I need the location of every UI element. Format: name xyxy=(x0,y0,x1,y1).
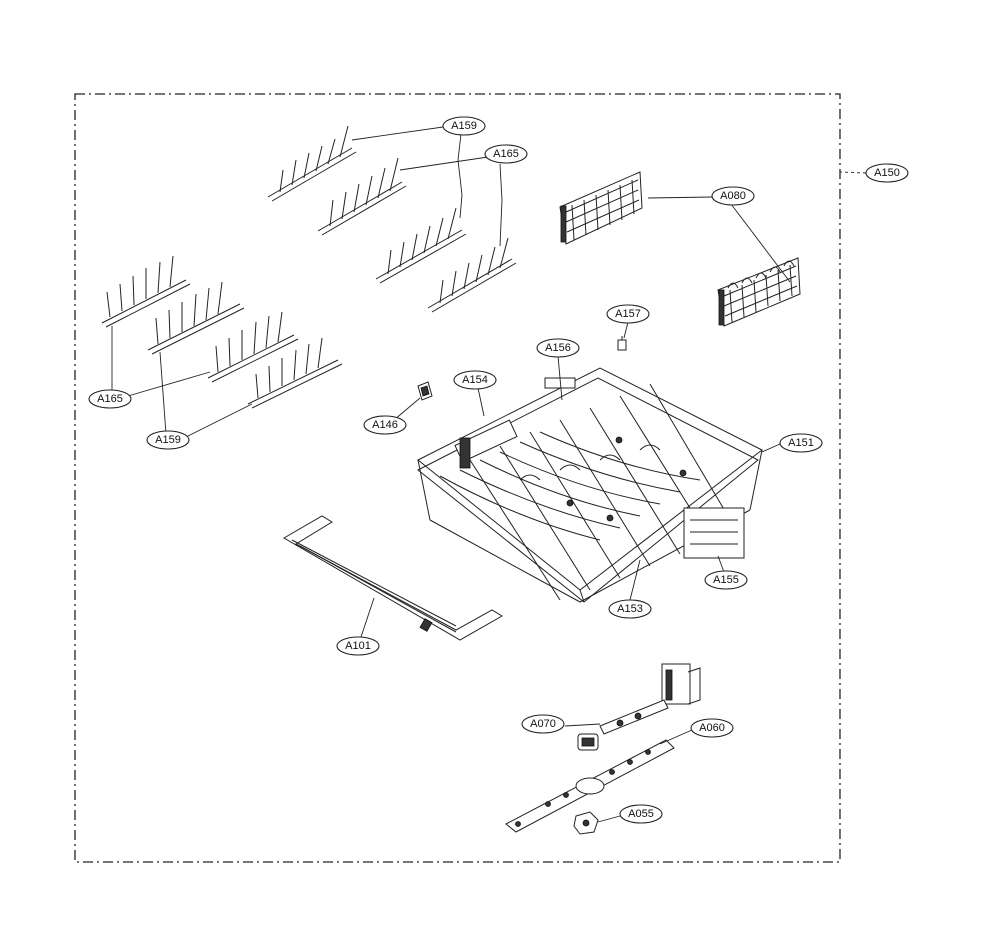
svg-text:A146: A146 xyxy=(372,419,398,431)
callout-a159-top: A159 xyxy=(442,116,486,136)
callout-a080: A080 xyxy=(711,186,755,206)
cup-shelf-lower xyxy=(717,257,801,327)
callout-a156: A156 xyxy=(536,338,580,358)
callout-a146: A146 xyxy=(363,415,407,435)
leader-lines xyxy=(111,126,867,823)
callout-a159-left: A159 xyxy=(146,430,190,450)
clip-part xyxy=(617,336,627,351)
callout-a060: A060 xyxy=(690,718,734,738)
assembly-boundary-frame xyxy=(74,93,841,863)
callout-a153: A153 xyxy=(608,599,652,619)
callout-a165-top: A165 xyxy=(484,144,528,164)
tine-row-left-4 xyxy=(247,337,343,409)
callout-a165-left: A165 xyxy=(88,389,132,409)
callout-a154: A154 xyxy=(453,370,497,390)
callout-a151: A151 xyxy=(779,433,823,453)
upper-rack-basket xyxy=(417,367,763,603)
tine-row-top-3 xyxy=(375,207,467,284)
svg-text:A060: A060 xyxy=(699,722,725,734)
tine-row-top-4 xyxy=(427,237,517,313)
tine-row-top-2 xyxy=(317,157,407,236)
tine-row-left-3 xyxy=(207,311,299,383)
spray-arm xyxy=(505,739,675,833)
callout-a055: A055 xyxy=(619,804,663,824)
svg-text:A165: A165 xyxy=(493,148,519,160)
svg-text:A157: A157 xyxy=(615,308,641,320)
svg-text:A101: A101 xyxy=(345,640,371,652)
tine-row-top-1 xyxy=(267,125,357,202)
svg-text:A159: A159 xyxy=(451,120,477,132)
svg-text:A055: A055 xyxy=(628,808,654,820)
callout-a070: A070 xyxy=(521,714,565,734)
spray-arm-nut xyxy=(573,811,599,835)
rack-rail xyxy=(283,515,503,641)
callout-a155: A155 xyxy=(704,570,748,590)
svg-text:A153: A153 xyxy=(617,603,643,615)
svg-text:A159: A159 xyxy=(155,434,181,446)
spray-arm-pipe xyxy=(599,699,669,735)
svg-text:A155: A155 xyxy=(713,574,739,586)
svg-text:A165: A165 xyxy=(97,393,123,405)
spray-arm-bracket xyxy=(661,663,701,705)
svg-text:A080: A080 xyxy=(720,190,746,202)
callout-a157: A157 xyxy=(606,304,650,324)
svg-text:A156: A156 xyxy=(545,342,571,354)
callout-a150: A150 xyxy=(865,163,909,183)
callout-a101: A101 xyxy=(336,636,380,656)
svg-text:A151: A151 xyxy=(788,437,814,449)
spray-arm-hub xyxy=(577,733,599,751)
svg-text:A070: A070 xyxy=(530,718,556,730)
tine-row-left-1 xyxy=(101,255,191,328)
svg-text:A154: A154 xyxy=(462,374,488,386)
cup-shelf-upper xyxy=(559,171,643,245)
tine-row-left-2 xyxy=(147,281,245,355)
clip-part-small xyxy=(417,381,433,401)
svg-text:A150: A150 xyxy=(874,167,900,179)
